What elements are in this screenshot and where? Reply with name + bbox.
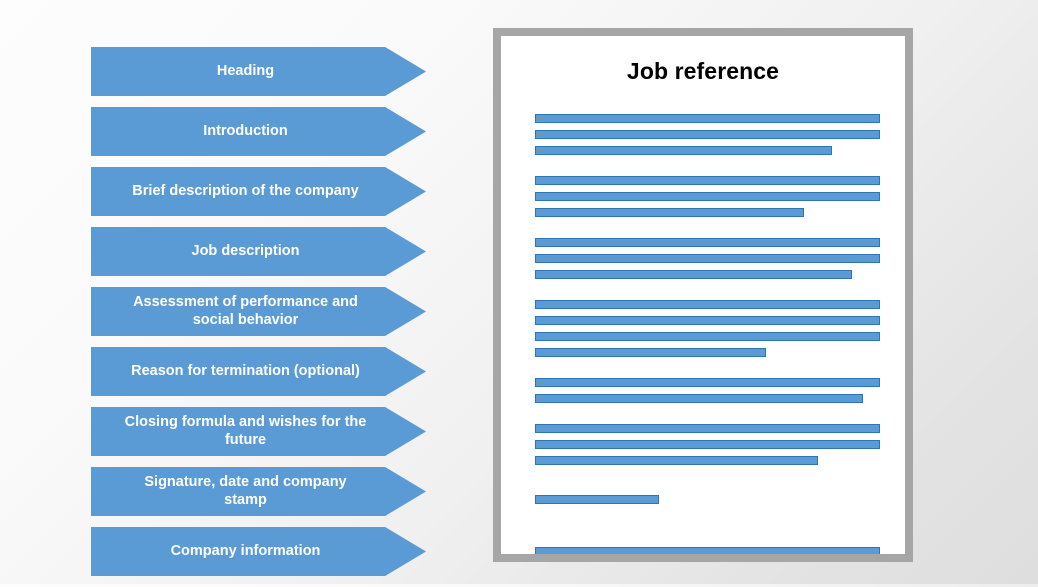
document-text-line [535, 456, 818, 465]
document-text-line [535, 176, 880, 185]
document-text-line [535, 146, 832, 155]
document-text-line [535, 348, 767, 357]
document-text-line [535, 394, 863, 403]
job-reference-document-frame: Job reference [493, 28, 913, 562]
step-closing-formula[interactable]: Closing formula and wishes for the futur… [91, 407, 426, 456]
step-signature-date-company-stamp[interactable]: Signature, date and company stamp [91, 467, 426, 516]
document-text-line [535, 254, 880, 263]
document-text-line [535, 495, 660, 504]
document-text-line [535, 440, 880, 449]
document-text-line [535, 378, 880, 387]
job-reference-structure-steps: Heading Introduction Brief description o… [91, 47, 426, 587]
step-label: Job description [191, 242, 300, 259]
document-page: Job reference [501, 36, 905, 554]
document-text-line [535, 192, 880, 201]
step-label: Company information [170, 542, 321, 559]
step-label: Heading [216, 62, 275, 79]
step-label: Closing formula and wishes for the futur… [124, 414, 367, 448]
step-label: Introduction [203, 122, 288, 139]
step-label: Signature, date and company stamp [144, 474, 347, 508]
step-label: Assessment of performance and social beh… [133, 294, 358, 328]
document-text-line [535, 332, 880, 341]
step-introduction[interactable]: Introduction [91, 107, 426, 156]
step-reason-for-termination[interactable]: Reason for termination (optional) [91, 347, 426, 396]
step-label: Brief description of the company [132, 182, 359, 199]
step-brief-description-of-the-company[interactable]: Brief description of the company [91, 167, 426, 216]
document-text-line [535, 424, 880, 433]
step-job-description[interactable]: Job description [91, 227, 426, 276]
step-label: Reason for termination (optional) [131, 362, 360, 379]
document-text-line [535, 114, 880, 123]
document-text-line [535, 270, 853, 279]
document-text-line [535, 238, 880, 247]
document-text-line [535, 300, 880, 309]
document-title: Job reference [626, 58, 780, 84]
step-company-information[interactable]: Company information [91, 527, 426, 576]
document-text-line [535, 130, 880, 139]
step-heading[interactable]: Heading [91, 47, 426, 96]
document-text-lines [535, 36, 880, 554]
document-text-line [535, 316, 880, 325]
step-assessment-of-performance[interactable]: Assessment of performance and social beh… [91, 287, 426, 336]
document-text-line [535, 547, 880, 554]
document-text-line [535, 208, 805, 217]
